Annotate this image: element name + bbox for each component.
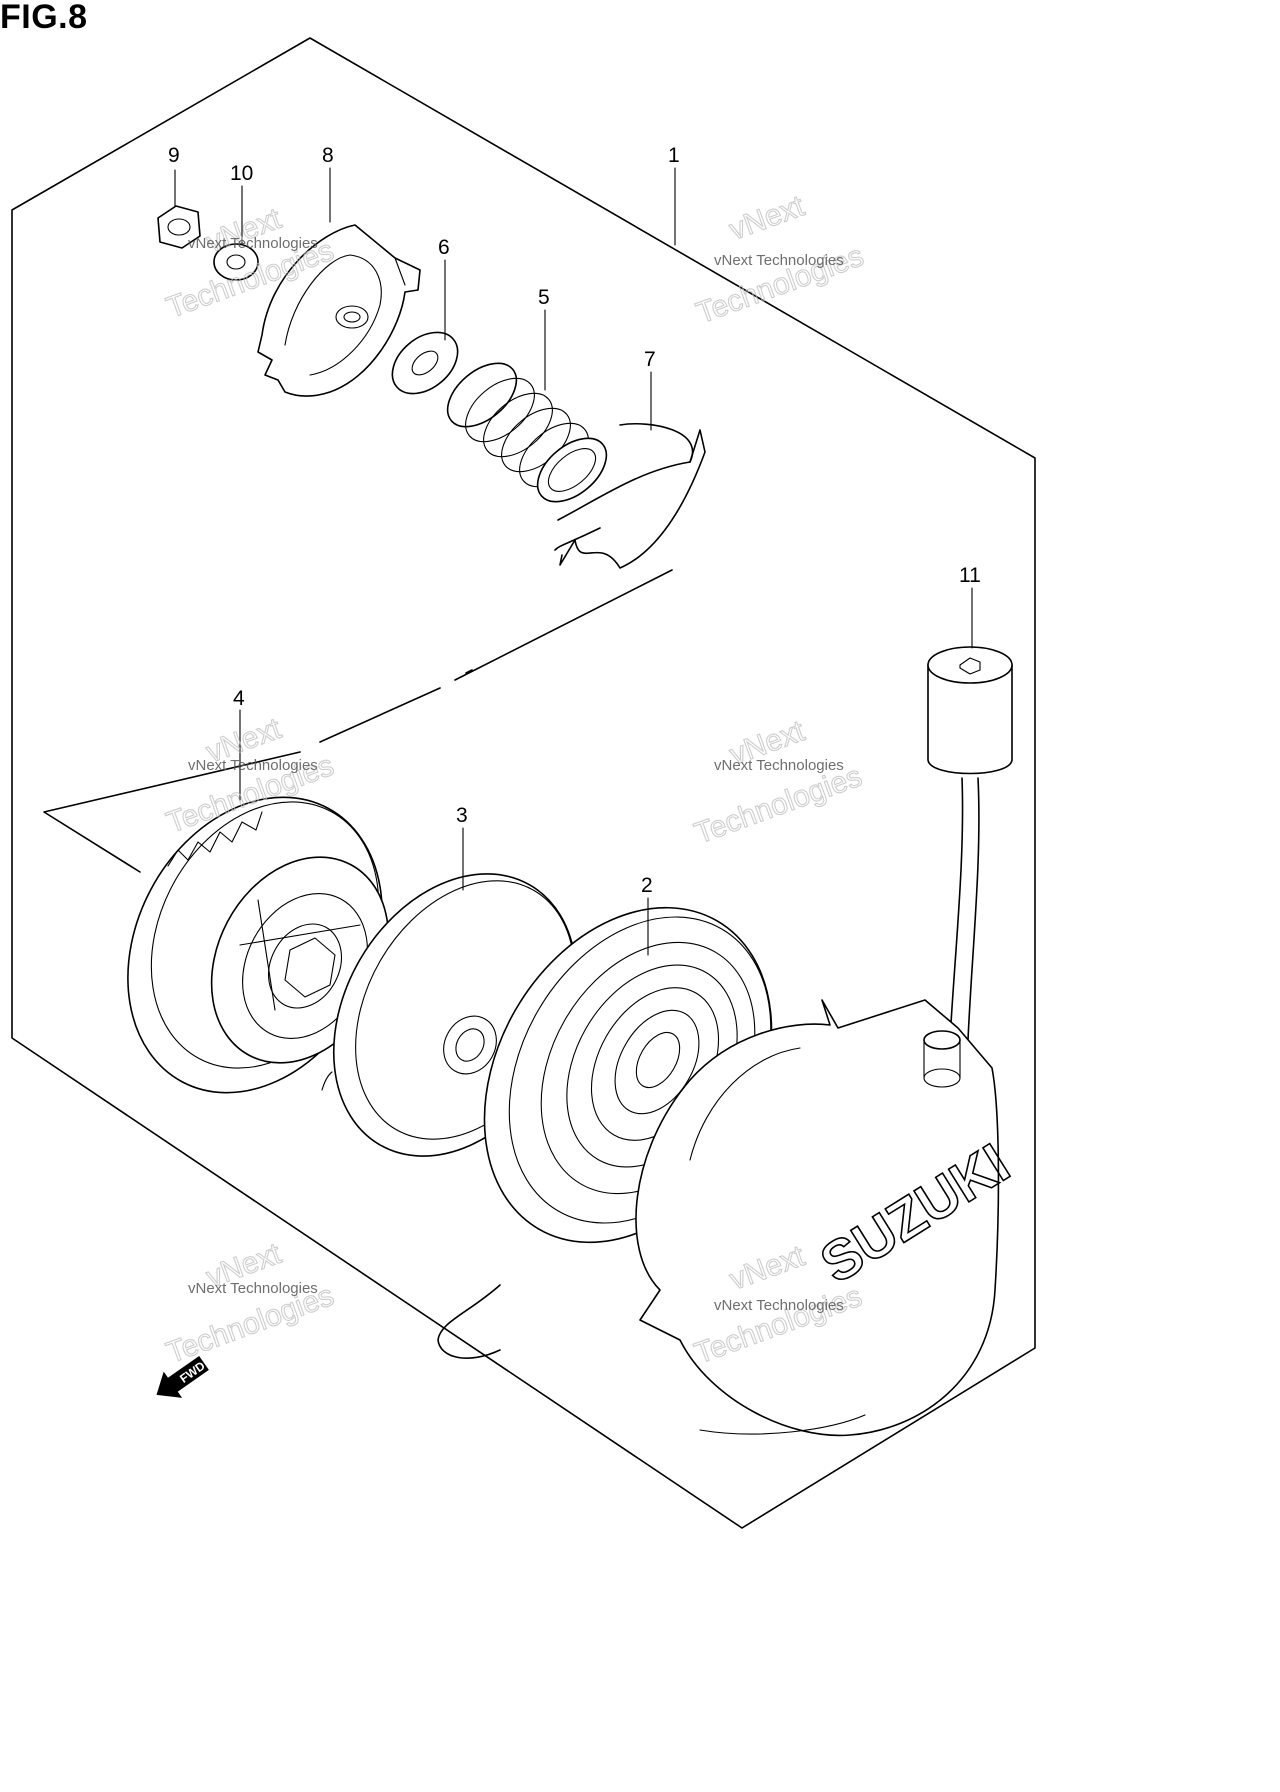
sub-assembly-bracket (43, 569, 673, 873)
watermark-bottom-left: vNext Technologies vNext Technologies (162, 1236, 339, 1370)
svg-text:vNext Technologies: vNext Technologies (188, 1280, 318, 1297)
callout-4: 4 (233, 687, 245, 710)
callout-3: 3 (456, 804, 468, 827)
callout-labels: 9 10 8 6 5 7 1 4 3 2 11 (168, 144, 981, 897)
part-6-washer (391, 331, 459, 395)
callout-11: 11 (959, 564, 981, 587)
part-10-washer (213, 243, 259, 281)
leader-lines (174, 167, 973, 956)
part-9-nut (157, 205, 201, 249)
watermark-top-right: vNext Technologies vNext Technologies (692, 189, 869, 331)
callout-8: 8 (322, 144, 334, 167)
svg-text:vNext Technologies: vNext Technologies (188, 235, 318, 252)
svg-text:vNext Technologies: vNext Technologies (714, 1297, 844, 1314)
callout-1: 1 (668, 144, 680, 167)
svg-text:vNext Technologies: vNext Technologies (714, 252, 844, 269)
callout-9: 9 (168, 144, 180, 167)
callout-5: 5 (538, 286, 550, 309)
figure-title: FIG.8 (0, 0, 88, 36)
part-5-spring (446, 362, 608, 503)
callout-7: 7 (644, 348, 656, 371)
callout-2: 2 (641, 874, 653, 897)
part-7-clip (554, 422, 706, 569)
assembly-boundary (11, 37, 1036, 1529)
part-1-starter-cover: SUZUKI (635, 999, 1020, 1437)
callout-6: 6 (438, 236, 450, 259)
svg-text:vNext Technologies: vNext Technologies (714, 757, 844, 774)
svg-text:vNext: vNext (725, 189, 809, 246)
part-8-plate (257, 224, 421, 397)
part-11-handle (927, 646, 1013, 1041)
watermark-mid-right: vNext Technologies vNext Technologies (690, 714, 867, 851)
part-4-pulley (127, 796, 390, 1094)
callout-10: 10 (230, 162, 253, 185)
svg-text:vNext Technologies: vNext Technologies (188, 757, 318, 774)
